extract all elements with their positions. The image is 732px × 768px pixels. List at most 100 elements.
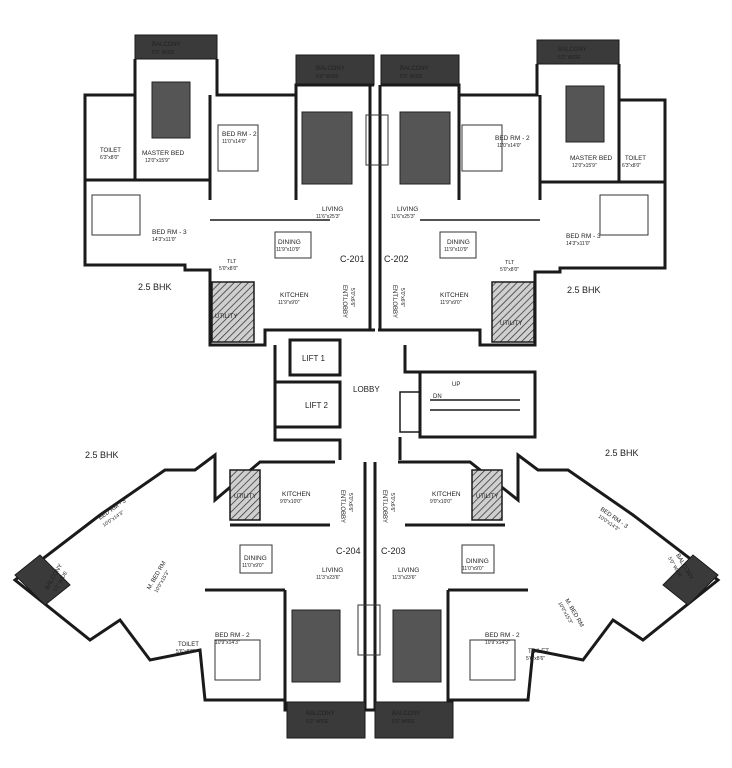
room-dim: 5'0"x6'6": [399, 288, 405, 307]
unit-code: C-202: [384, 254, 409, 264]
balcony-bottom-right-living: [374, 701, 454, 739]
room-label: UTILITY: [234, 494, 256, 500]
room-label: TOILET: [625, 156, 646, 162]
master-bed-rug-top-left: [151, 81, 191, 139]
room-dim: 6'3"x8'0": [100, 155, 119, 161]
room-dim: 11'9"x10'9": [276, 247, 300, 253]
dining-table: [461, 544, 495, 574]
living-rug-top-right: [399, 111, 451, 185]
room-label: KITCHEN: [440, 292, 469, 299]
room-dim: 11'3"x23'6": [392, 575, 416, 581]
room-label: LIVING: [398, 567, 419, 574]
unit-code: C-204: [336, 546, 361, 556]
room-label: BALCONY: [392, 711, 421, 717]
room-label: BED RM - 2: [485, 632, 520, 639]
room-dim: 5'0" WIDE: [558, 55, 581, 61]
service-shaft: [399, 391, 421, 433]
balcony-top-left-master: [134, 34, 218, 60]
utility-top-left: [211, 281, 255, 343]
unit-type-label: 2.5 BHK: [138, 282, 172, 292]
room-label: BED RM - 2: [495, 135, 530, 142]
room-dim: 11'3"x23'6": [316, 575, 340, 581]
wall: [83, 59, 375, 347]
bed-furniture: [599, 194, 649, 236]
room-dim: 5'0"x8'0": [219, 266, 238, 272]
unit-type-label: 2.5 BHK: [567, 285, 601, 295]
balcony-bottom-left-living: [286, 701, 366, 739]
room-label: BALCONY: [316, 66, 345, 72]
room-label: MASTER BED: [570, 155, 613, 162]
room-dim: 9'0"x10'0": [280, 499, 302, 505]
lift-label: LIFT 1: [302, 354, 326, 363]
room-label: UTILITY: [215, 314, 237, 320]
room-dim: 5'0" WIDE: [306, 719, 329, 725]
room-dim: 5'0" WIDE: [152, 50, 175, 56]
room-label: BALCONY: [558, 47, 587, 53]
room-dim: 11'6"x25'3": [316, 214, 340, 220]
room-label: KITCHEN: [432, 491, 461, 498]
room-label: BED RM - 3: [566, 233, 601, 240]
room-label: BED RM - 3: [152, 229, 187, 236]
room-dim: 11'0"x9'0": [462, 566, 484, 572]
room-dim: 10'9"x14'3": [215, 640, 240, 646]
unit-code: C-201: [340, 254, 365, 264]
dining-table: [274, 231, 312, 259]
room-dim: 11'9"x9'0": [440, 300, 462, 306]
ent-door-table: [357, 604, 381, 656]
room-label: TLT: [505, 260, 515, 266]
room-label: LIVING: [397, 206, 418, 213]
balcony-top-right-master: [536, 39, 620, 65]
room-label: KITCHEN: [280, 292, 309, 299]
utility-bottom-left: [229, 469, 261, 521]
room-dim: 5'0"x8'0": [500, 267, 519, 273]
room-dim: 5'0" WIDE: [400, 74, 423, 80]
balcony-bottom-right-side: [662, 554, 719, 606]
room-dim: 5'0" WIDE: [316, 74, 339, 80]
unit-code: C-203: [381, 546, 406, 556]
room-dim: 11'9"x9'0": [278, 300, 300, 306]
room-label: BALCONY: [306, 711, 335, 717]
room-dim: 6'3"x8'0": [622, 163, 641, 169]
room-label: DINING: [278, 239, 301, 246]
room-dim: 11'6"x25'3": [391, 214, 415, 220]
stair-down-label: DN: [433, 394, 442, 400]
staircase: [418, 370, 537, 439]
bed-furniture: [217, 124, 259, 172]
room-dim: 11'0"x9'0": [242, 563, 264, 569]
wall: [403, 345, 420, 374]
living-rug-bottom-left: [291, 609, 341, 683]
room-label: ENT.LOBBY: [339, 490, 345, 523]
room-label: DINING: [466, 558, 489, 565]
room-label: ENT.LOBBY: [341, 285, 347, 318]
master-bed-rug-top-right: [565, 85, 605, 143]
room-label: MASTER BED: [142, 150, 185, 157]
room-dim: 14'3"x11'0": [566, 241, 590, 247]
bottom-block: [12, 452, 721, 739]
room-label: TOILET: [178, 642, 199, 648]
wall: [370, 452, 721, 712]
room-dim: 5'0"x6'6": [389, 493, 395, 512]
room-dim: 11'0"x14'0": [497, 143, 521, 149]
room-dim: 5'0"x6'6": [347, 493, 353, 512]
room-dim: 14'3"x11'0": [152, 237, 176, 243]
room-dim: 5'6"x8'6": [176, 649, 195, 655]
bed-furniture: [461, 124, 503, 172]
living-rug-bottom-right: [392, 609, 442, 683]
wall: [273, 345, 342, 460]
living-rug-top-left: [301, 111, 353, 185]
wall: [12, 452, 372, 712]
bed-furniture: [469, 639, 516, 681]
utility-top-right: [491, 281, 535, 343]
labels: 2.5 BHK 2.5 BHK 2.5 BHK 2.5 BHK C-201 C-…: [45, 42, 694, 725]
dining-table: [439, 231, 477, 259]
top-block: [83, 34, 667, 347]
core: [273, 338, 537, 460]
lobby-label: LOBBY: [353, 385, 380, 394]
room-dim: 11'0"x14'0": [222, 139, 246, 145]
room-dim: 10'9"x14'3": [485, 640, 510, 646]
stair-up-label: UP: [452, 382, 460, 388]
unit-type-label: 2.5 BHK: [605, 448, 639, 458]
ent-door-table: [365, 114, 389, 166]
room-label: ENT.LOBBY: [381, 490, 387, 523]
